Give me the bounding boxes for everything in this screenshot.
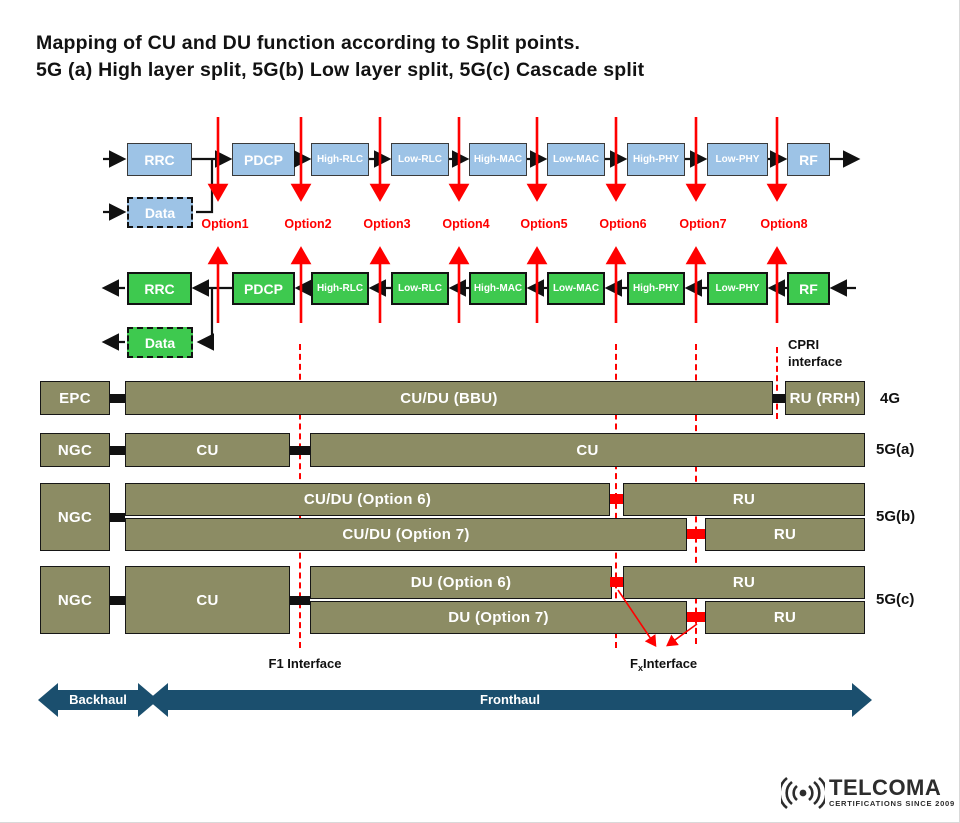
connector-5ga-f1 <box>290 446 310 455</box>
block-pdcp-downlink: PDCP <box>232 143 295 176</box>
option5-label: Option5 <box>520 217 568 231</box>
block-rrc-uplink: RRC <box>127 272 192 305</box>
block-high-phy-uplink: High-PHY <box>627 272 685 305</box>
cpri-line-2: interface <box>788 354 843 369</box>
connector-5ga-left <box>110 446 125 455</box>
bar-4g-ru-rrh: RU (RRH) <box>785 381 865 415</box>
bar-5gc-cu: CU <box>125 566 290 634</box>
fx-connector-5gb-opt6 <box>610 494 623 504</box>
signal-waves-icon <box>781 776 825 810</box>
block-low-phy-uplink: Low-PHY <box>707 272 768 305</box>
fx-connector-5gc-opt7 <box>687 612 705 622</box>
bar-5gb-ngc: NGC <box>40 483 110 551</box>
bar-5ga-cu: CU <box>125 433 290 467</box>
split-line-cpri <box>776 347 778 419</box>
block-high-mac-uplink: High-MAC <box>469 272 527 305</box>
connector-4g-left <box>110 394 125 403</box>
bar-5gc-ngc: NGC <box>40 566 110 634</box>
connector-5gb-left <box>110 513 125 522</box>
row-label-5ga: 5G(a) <box>876 441 915 458</box>
fx-prefix: F <box>630 656 638 671</box>
bar-5gb-ru-top: RU <box>623 483 865 516</box>
block-rf-uplink: RF <box>787 272 830 305</box>
bar-5ga-ngc: NGC <box>40 433 110 467</box>
fx-subscript: x <box>637 663 643 673</box>
f1-interface-label: F1 Interface <box>268 656 342 671</box>
bar-5gb-cudu-opt6: CU/DU (Option 6) <box>125 483 610 516</box>
option8-label: Option8 <box>760 217 808 231</box>
option4-label: Option4 <box>442 217 490 231</box>
block-low-mac-uplink: Low-MAC <box>547 272 605 305</box>
fx-interface-label: FxInterface <box>630 656 698 673</box>
connector-5gc-f1 <box>290 596 310 605</box>
cpri-interface-label: CPRI interface <box>788 336 842 370</box>
block-low-rlc-downlink: Low-RLC <box>391 143 449 176</box>
fx-rest: Interface <box>642 656 698 671</box>
fx-connector-5gb-opt7 <box>687 529 705 539</box>
bar-4g-epc: EPC <box>40 381 110 415</box>
row-label-5gc: 5G(c) <box>876 591 915 608</box>
title-line-2: 5G (a) High layer split, 5G(b) Low layer… <box>36 59 645 81</box>
telcoma-logo: TELCOMA CERTIFICATIONS SINCE 2009 <box>781 774 955 812</box>
connector-5gc-left <box>110 596 125 605</box>
bar-5gc-du-opt7: DU (Option 7) <box>310 601 687 634</box>
bar-5gc-du-opt6: DU (Option 6) <box>310 566 612 599</box>
fronthaul-label: Fronthaul <box>480 692 540 707</box>
backhaul-label: Backhaul <box>69 692 127 707</box>
bar-5gc-ru-bottom: RU <box>705 601 865 634</box>
option7-label: Option7 <box>679 217 727 231</box>
block-data-downlink: Data <box>127 197 193 228</box>
option3-label: Option3 <box>363 217 411 231</box>
cpri-line-1: CPRI <box>788 337 820 352</box>
block-low-mac-downlink: Low-MAC <box>547 143 605 176</box>
bar-5gb-cudu-opt7: CU/DU (Option 7) <box>125 518 687 551</box>
page-title: Mapping of CU and DU function according … <box>36 30 644 84</box>
block-high-rlc-downlink: High-RLC <box>311 143 369 176</box>
connector-4g-cpri <box>773 394 785 403</box>
row-label-5gb: 5G(b) <box>876 508 916 525</box>
row-label-4g: 4G <box>880 390 901 407</box>
block-rrc-downlink: RRC <box>127 143 192 176</box>
block-data-uplink: Data <box>127 327 193 358</box>
block-pdcp-uplink: PDCP <box>232 272 295 305</box>
block-low-phy-downlink: Low-PHY <box>707 143 768 176</box>
title-line-1: Mapping of CU and DU function according … <box>36 32 581 54</box>
bar-5ga-cu2: CU <box>310 433 865 467</box>
block-high-rlc-uplink: High-RLC <box>311 272 369 305</box>
block-high-mac-downlink: High-MAC <box>469 143 527 176</box>
option1-label: Option1 <box>201 217 249 231</box>
bar-4g-cudu-bbu: CU/DU (BBU) <box>125 381 773 415</box>
bar-5gb-ru-bottom: RU <box>705 518 865 551</box>
block-high-phy-downlink: High-PHY <box>627 143 685 176</box>
logo-name: TELCOMA <box>829 775 942 800</box>
logo-tagline: CERTIFICATIONS SINCE 2009 <box>829 799 955 808</box>
option6-label: Option6 <box>599 217 647 231</box>
block-rf-downlink: RF <box>787 143 830 176</box>
block-low-rlc-uplink: Low-RLC <box>391 272 449 305</box>
fx-connector-5gc-opt6 <box>610 577 623 587</box>
option2-label: Option2 <box>284 217 332 231</box>
bar-5gc-ru-top: RU <box>623 566 865 599</box>
